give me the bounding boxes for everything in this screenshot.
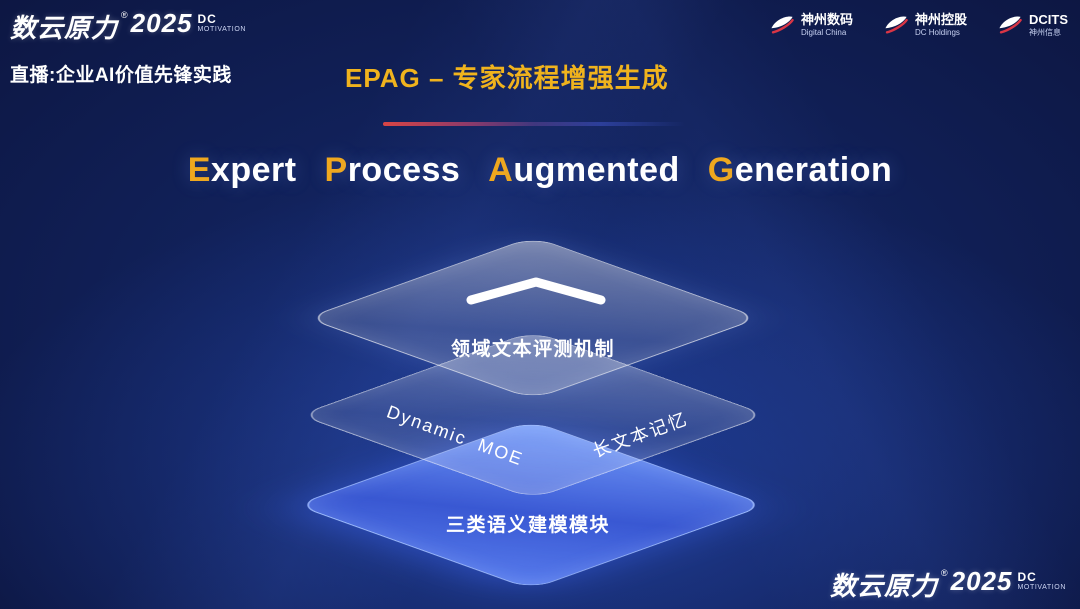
logo-text: 神州控股 DC Holdings xyxy=(914,12,967,37)
live-label: 直播:企业AI价值先锋实践 xyxy=(10,65,232,86)
chevron-up-icon xyxy=(466,277,606,305)
title-word: Generation xyxy=(707,151,893,189)
brand-tagline: DC MOTIVATION xyxy=(1017,570,1066,591)
layer-bottom-label: 三类语义建模模块 xyxy=(445,515,611,536)
title-word: Expert xyxy=(187,151,297,189)
registered-mark: ® xyxy=(940,568,948,578)
logo-dc-holdings: 神州控股 DC Holdings xyxy=(883,12,967,38)
brand-year: 2025 xyxy=(130,8,193,38)
logo-text: 神州数码 Digital China xyxy=(800,12,853,37)
brand-logo: 数云原力 ® 2025 DC MOTIVATION xyxy=(10,8,246,45)
slide-title: EPAG – 专家流程增强生成 xyxy=(345,63,669,93)
dc-holdings-logo-icon xyxy=(885,16,908,34)
title-divider xyxy=(383,122,685,126)
logo-dcits: DCITS 神州信息 xyxy=(997,12,1068,38)
brand-name: 数云原力 xyxy=(10,13,119,43)
layer-top xyxy=(305,236,761,400)
main-title: Expert Process Augmented Generation xyxy=(0,151,1080,190)
registered-mark: ® xyxy=(121,10,128,20)
logo-text: DCITS 神州信息 xyxy=(1029,12,1068,37)
logo-digital-china: 神州数码 Digital China xyxy=(769,12,853,38)
title-word: Process xyxy=(324,151,461,189)
brand-tagline: DC MOTIVATION xyxy=(197,12,247,33)
brand-name: 数云原力 xyxy=(829,571,938,601)
title-word: Augmented xyxy=(488,151,680,189)
partner-logos: 神州数码 Digital China 神州控股 DC Holdings DCIT… xyxy=(769,12,1068,38)
footer-brand-logo: 数云原力 ® 2025 DC MOTIVATION xyxy=(830,566,1066,603)
brand-year: 2025 xyxy=(950,566,1013,596)
dcits-logo-icon xyxy=(999,16,1022,34)
digital-china-logo-icon xyxy=(771,16,794,34)
layer-top-label: 领域文本评测机制 xyxy=(450,339,616,360)
